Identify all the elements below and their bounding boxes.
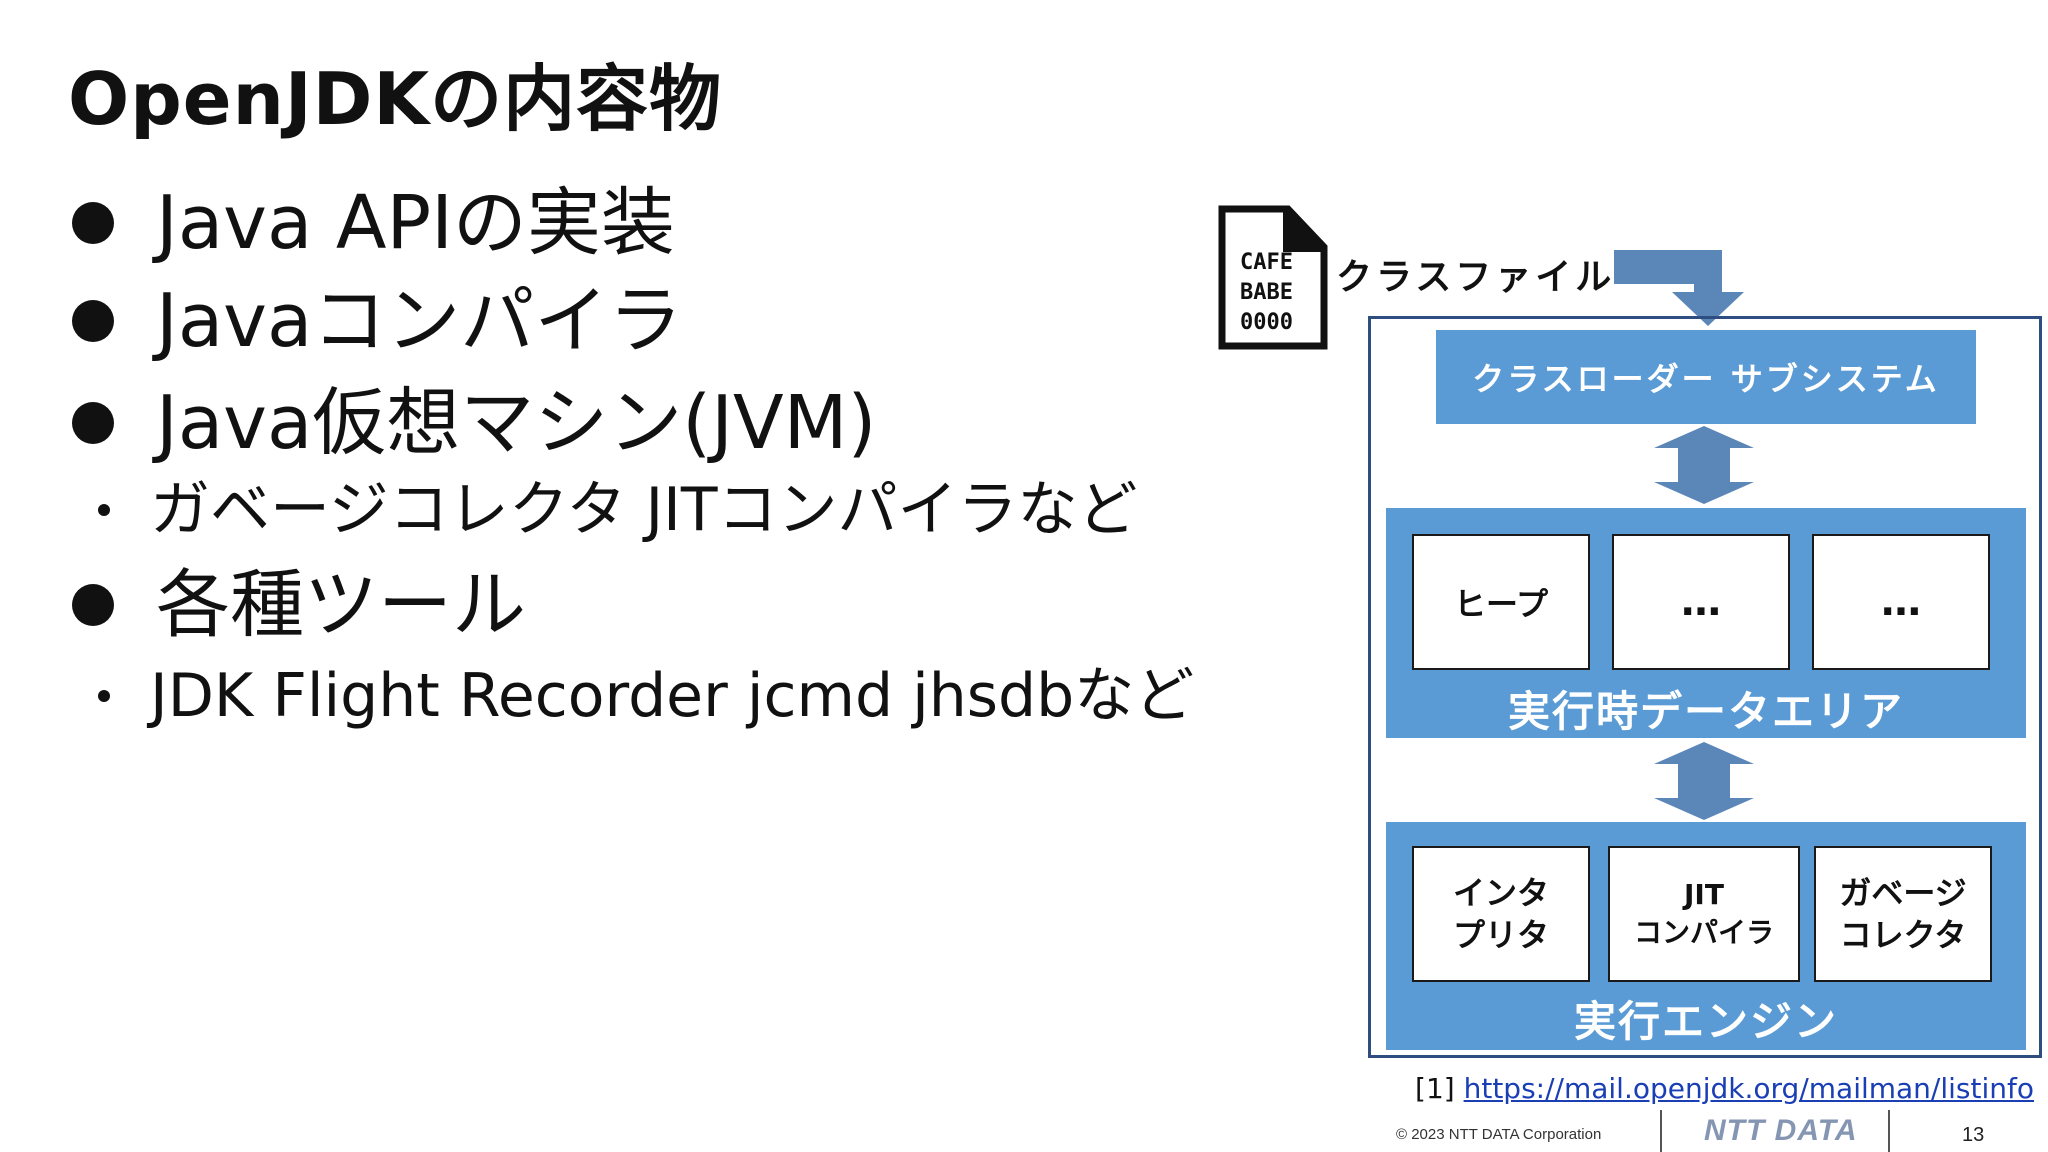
bullet-dot-icon <box>72 402 114 444</box>
double-arrow-icon <box>1654 742 1754 820</box>
bullet-dot-icon <box>72 202 114 244</box>
ellipsis-cell: … <box>1612 534 1790 670</box>
sub-bullet-text: ガベージコレクタ JITコンパイラなど <box>150 475 1138 545</box>
sub-bullet-text: JDK Flight Recorder jcmd jhsdbなど <box>150 661 1195 731</box>
class-file-hex: CAFE BABE 0000 <box>1240 248 1293 338</box>
bullet-text: Java仮想マシン(JVM) <box>156 380 877 466</box>
bullet-dot-icon <box>72 300 114 342</box>
bullet-text: Java APIの実装 <box>156 180 675 266</box>
bullet-text: 各種ツール <box>156 562 526 648</box>
bullet-dot-icon <box>72 584 114 626</box>
bullet-java-api: Java APIの実装 <box>72 186 675 260</box>
footer-copyright: © 2023 NTT DATA Corporation <box>1396 1126 1602 1143</box>
bullet-java-compiler: Javaコンパイラ <box>72 284 682 358</box>
cell-label: … <box>1881 579 1921 625</box>
sub-bullet-dot-icon <box>98 504 110 516</box>
classloader-label: クラスローダー サブシステム <box>1472 360 1940 398</box>
citation-link[interactable]: https://mail.openjdk.org/mailman/listinf… <box>1463 1072 2034 1105</box>
classloader-subsystem: クラスローダー サブシステム <box>1436 330 1976 424</box>
runtime-data-area: ヒープ … … 実行時データエリア <box>1386 508 2026 738</box>
hex-line: 0000 <box>1240 310 1293 335</box>
footer-divider <box>1660 1110 1662 1152</box>
bent-arrow-icon <box>1614 250 1744 326</box>
slide-title: OpenJDKの内容物 <box>68 57 723 141</box>
page-number: 13 <box>1962 1124 1985 1146</box>
cell-label: ヒープ <box>1453 585 1549 623</box>
class-file-icon <box>1218 205 1328 350</box>
bullet-tools: 各種ツール <box>72 568 526 642</box>
sub-bullet-dot-icon <box>98 690 110 702</box>
cell-label: … <box>1681 579 1721 625</box>
class-file-label: クラスファイル <box>1336 257 1616 298</box>
jvm-outer-box <box>1368 316 2042 1058</box>
citation-prefix: [1] <box>1415 1072 1464 1105</box>
cell-label: JIT コンパイラ <box>1633 878 1774 949</box>
cell-label: インタ プリタ <box>1452 874 1549 954</box>
sub-bullet-jdk-tools: JDK Flight Recorder jcmd jhsdbなど <box>98 666 1194 726</box>
bullet-jvm: Java仮想マシン(JVM) <box>72 386 876 460</box>
citation: [1] https://mail.openjdk.org/mailman/lis… <box>1415 1072 2034 1105</box>
hex-line: BABE <box>1240 280 1293 305</box>
runtime-data-area-label: 実行時データエリア <box>1507 687 1904 736</box>
ellipsis-cell: … <box>1812 534 1990 670</box>
garbage-collector-cell: ガベージ コレクタ <box>1814 846 1992 982</box>
execution-engine-label: 実行エンジン <box>1573 997 1838 1046</box>
sub-bullet-gc-jit: ガベージコレクタ JITコンパイラなど <box>98 480 1138 540</box>
footer-divider <box>1888 1110 1890 1152</box>
execution-engine: インタ プリタ JIT コンパイラ ガベージ コレクタ 実行エンジン <box>1386 822 2026 1050</box>
heap-cell: ヒープ <box>1412 534 1590 670</box>
jit-compiler-cell: JIT コンパイラ <box>1608 846 1800 982</box>
cell-label: ガベージ コレクタ <box>1839 874 1967 954</box>
hex-line: CAFE <box>1240 250 1293 275</box>
ntt-data-logo: NTT DATA <box>1704 1114 1858 1147</box>
double-arrow-icon <box>1654 426 1754 504</box>
bullet-text: Javaコンパイラ <box>156 278 683 364</box>
interpreter-cell: インタ プリタ <box>1412 846 1590 982</box>
